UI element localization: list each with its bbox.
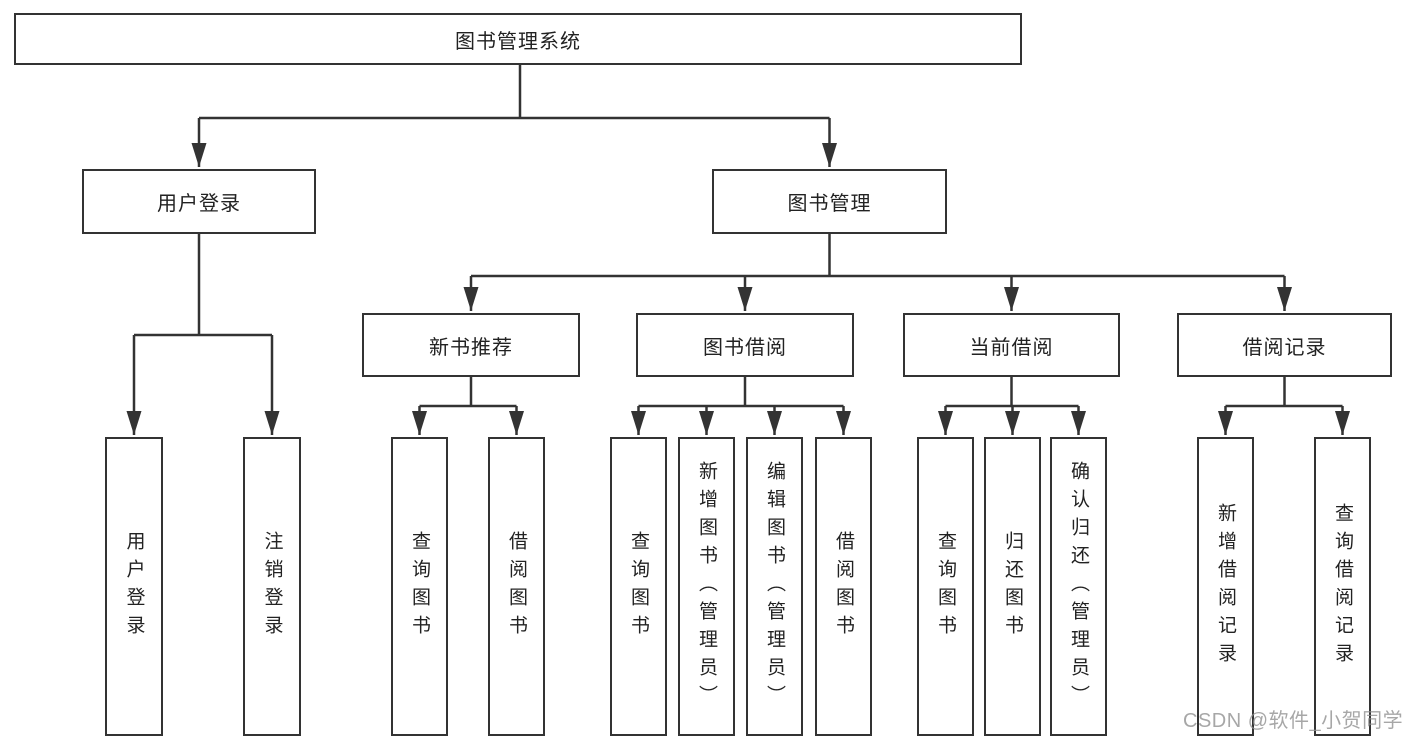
node-label: 注销登录 <box>261 530 283 643</box>
connector-borrow-records-children <box>1218 377 1350 435</box>
node-label: 用户登录 <box>123 530 145 643</box>
node-root: 图书管理系统 <box>14 13 1022 65</box>
node-label: 查询图书 <box>628 530 649 643</box>
node-label: 借阅记录 <box>1242 336 1327 359</box>
node-label: 图书管理 <box>787 193 872 215</box>
csdn-watermark: CSDN @软件_小贺同学 <box>1183 710 1404 732</box>
node-br-query-record: 查询借阅记录 <box>1314 437 1371 736</box>
node-br-add-record: 新增借阅记录 <box>1197 437 1254 736</box>
node-bb-add-books: 新增图书（管理员） <box>678 437 735 736</box>
connector-new-book-rec-children <box>412 377 524 435</box>
connector-root-to-level2 <box>191 65 837 167</box>
node-nbr-borrow-books: 借阅图书 <box>488 437 545 736</box>
node-root-label: 图书管理系统 <box>455 30 581 53</box>
connector-current-borrow-children <box>938 377 1086 435</box>
node-bb-edit-books: 编辑图书（管理员） <box>746 437 803 736</box>
node-label: 查询图书 <box>935 530 956 643</box>
node-current-borrow: 当前借阅 <box>903 313 1120 377</box>
node-book-borrow: 图书借阅 <box>636 313 854 377</box>
node-label: 编辑图书（管理员） <box>764 460 785 713</box>
node-label: 归还图书 <box>1002 530 1023 643</box>
node-cb-query-books: 查询图书 <box>917 437 974 736</box>
node-label: 借阅图书 <box>833 530 854 643</box>
node-label: 当前借阅 <box>969 336 1054 359</box>
connector-book-mgmt-to-level3 <box>463 234 1292 311</box>
node-label: 查询借阅记录 <box>1332 502 1353 671</box>
node-nbr-query-books: 查询图书 <box>391 437 448 736</box>
connector-user-login-children <box>126 234 280 435</box>
node-bb-query-books: 查询图书 <box>610 437 667 736</box>
node-cb-confirm-return: 确认归还（管理员） <box>1050 437 1107 736</box>
node-bb-borrow-books: 借阅图书 <box>815 437 872 736</box>
node-user-login: 用户登录 <box>82 169 316 234</box>
node-label: 新书推荐 <box>429 336 513 359</box>
node-label: 查询图书 <box>409 530 430 643</box>
node-new-book-rec: 新书推荐 <box>362 313 580 377</box>
node-cb-return-books: 归还图书 <box>984 437 1041 736</box>
node-user-login-leaf: 用户登录 <box>105 437 163 736</box>
node-logout: 注销登录 <box>243 437 301 736</box>
node-label: 用户登录 <box>157 193 241 215</box>
node-label: 确认归还（管理员） <box>1068 460 1089 713</box>
node-book-mgmt: 图书管理 <box>712 169 947 234</box>
node-label: 新增图书（管理员） <box>696 460 717 713</box>
node-label: 新增借阅记录 <box>1215 502 1236 671</box>
node-label: 图书借阅 <box>703 336 787 359</box>
connector-book-borrow-children <box>631 377 851 435</box>
node-label: 借阅图书 <box>506 530 527 643</box>
node-borrow-records: 借阅记录 <box>1177 313 1392 377</box>
